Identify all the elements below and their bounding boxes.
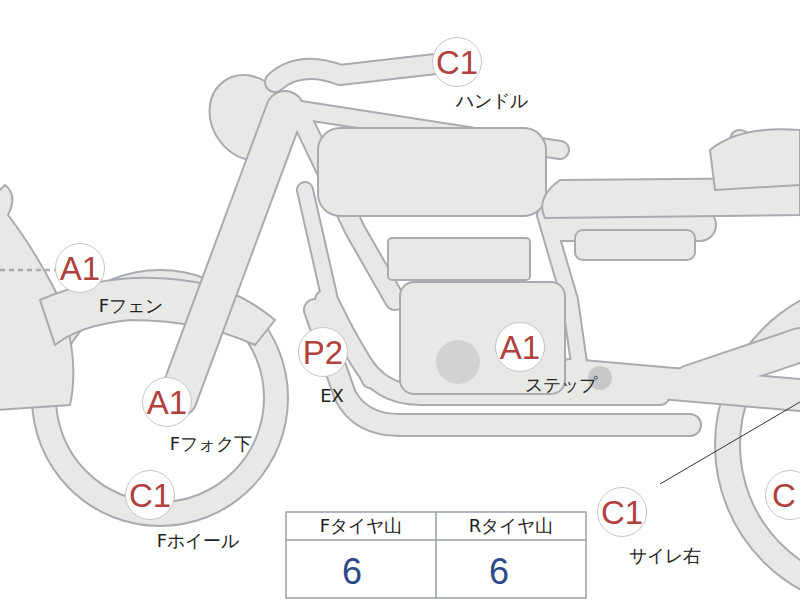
table-value: 6 [489,554,509,590]
table-value: 6 [342,554,362,590]
part-name: サイレ右 [629,546,701,566]
callout-circle: P2EX [298,327,348,377]
callout-circle: C1Fホイール [125,470,175,520]
part-name: Fフォク下 [170,434,252,454]
callout-number: A1 [147,386,187,419]
callout-number: C [772,479,796,512]
part-name: Fホイール [157,531,239,551]
callout-number: C1 [436,46,478,79]
callout-number: A1 [60,252,100,285]
callout-number: C1 [129,479,171,512]
callout-circle: A1Fフェン [55,243,105,293]
part-name: ハンドル [456,91,528,111]
callout-circle: C1ハンドル [432,37,482,87]
callout-number: P2 [303,336,343,369]
callout-circle: C1サイレ右 [597,487,647,537]
part-name: EX [320,386,344,406]
part-name: ステップ [525,375,597,395]
part-name: Fフェン [99,296,163,316]
table-header: Fタイヤ山 [320,517,402,535]
callout-number: A1 [500,331,540,364]
table-header: Rタイヤ山 [469,517,554,535]
callout-circle: A1Fフォク下 [142,377,192,427]
callout-number: C1 [601,496,643,529]
callout-circle: A1ステップ [495,322,545,372]
